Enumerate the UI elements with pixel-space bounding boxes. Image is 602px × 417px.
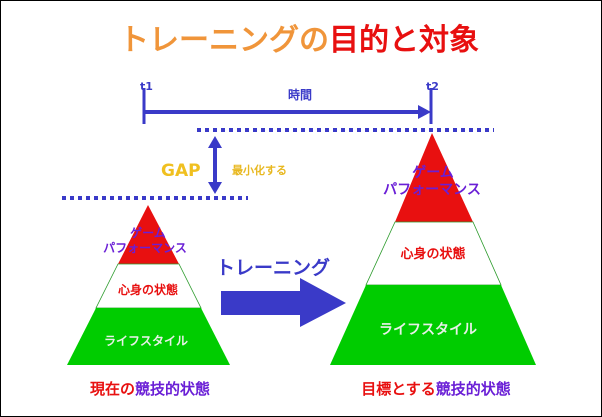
training-arrow-icon — [221, 278, 346, 327]
current-top-label2: パフォーマンス — [103, 241, 187, 255]
target-caption-part2: 競技的状態 — [436, 380, 511, 398]
current-caption-part1: 現在の — [90, 380, 135, 398]
target-top-label1: ゲーム — [412, 164, 454, 181]
target-top-layer — [395, 133, 473, 222]
gap-note: 最小化する — [232, 163, 287, 177]
gap-label: GAP — [161, 161, 201, 181]
target-bottom-label: ライフスタイル — [379, 322, 477, 338]
current-middle-label: 心身の状態 — [118, 282, 178, 297]
time-label: 時間 — [288, 87, 312, 102]
current-bottom-label: ライフスタイル — [104, 334, 188, 348]
page-title: トレーニングの目的と対象 — [119, 23, 479, 58]
training-label: トレーニング — [216, 256, 330, 279]
current-top-label1: ゲーム — [130, 225, 166, 240]
t2-label: t2 — [426, 80, 439, 93]
title-part2: 目的と対象 — [329, 23, 479, 58]
gap-arrow-up-icon — [208, 136, 222, 148]
target-bottom-layer — [330, 285, 536, 365]
gap-arrow-down-icon — [208, 182, 222, 194]
target-middle-label: 心身の状態 — [400, 246, 465, 262]
target-caption-part1: 目標とする — [361, 380, 436, 398]
target-top-label2: パフォーマンス — [383, 182, 481, 198]
current-caption-part2: 競技的状態 — [135, 380, 210, 398]
t1-label: t1 — [140, 80, 153, 93]
title-part1: トレーニングの — [119, 23, 329, 58]
current-top-layer — [118, 205, 179, 264]
time-arrow-head-icon — [418, 105, 431, 119]
current-caption: 現在の競技的状態 — [90, 380, 210, 398]
current-bottom-layer — [67, 308, 230, 365]
target-caption: 目標とする競技的状態 — [361, 380, 511, 398]
